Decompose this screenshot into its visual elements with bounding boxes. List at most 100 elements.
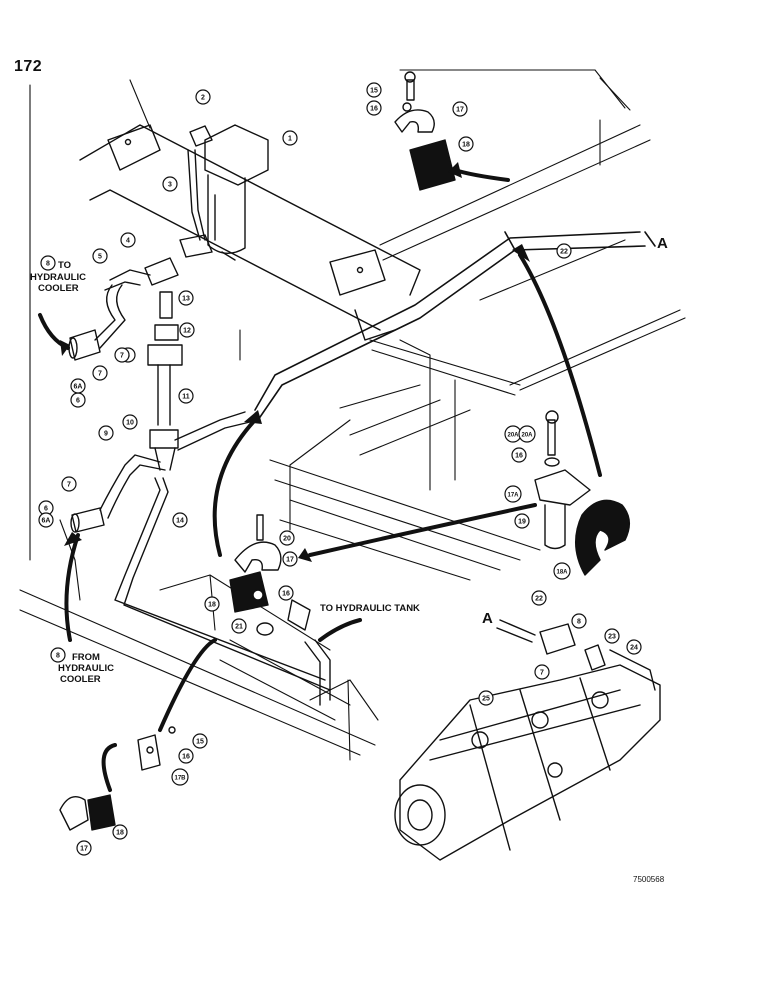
- callout-number: 20A: [507, 433, 519, 439]
- callout-number: 3: [168, 182, 172, 189]
- callout-11: 11: [178, 388, 194, 404]
- callout-17: 17: [282, 551, 298, 567]
- callout-circle: [171, 768, 189, 786]
- callout-number: 15: [196, 739, 204, 746]
- callout-circle: [278, 585, 294, 601]
- callout-16: 16: [511, 447, 527, 463]
- caption-line: HYDRAULIC: [30, 272, 86, 283]
- callout-17: 17: [76, 840, 92, 856]
- callout-10: 10: [122, 414, 138, 430]
- callout-circle: [114, 347, 130, 363]
- callout-number: 8: [46, 261, 50, 268]
- callout-number: 8: [56, 653, 60, 660]
- caption-line: TO: [58, 260, 71, 271]
- callout-circle: [511, 447, 527, 463]
- callout-circle: [204, 596, 220, 612]
- callout-number: 14: [176, 518, 184, 525]
- fitting-stack: [144, 234, 213, 471]
- callout-number: 23: [608, 634, 616, 641]
- callout-number: 15: [370, 88, 378, 95]
- caption-to-tank: TO HYDRAULIC TANK: [320, 603, 420, 614]
- callout-circle: [504, 485, 522, 503]
- callout-number: 24: [630, 645, 638, 652]
- callout-number: 20A: [521, 433, 533, 439]
- callout-number: 7: [120, 353, 124, 360]
- caption-line: HYDRAULIC: [58, 663, 114, 674]
- callout-6a: 6A: [70, 378, 86, 394]
- callout-circle: [452, 101, 468, 117]
- callout-number: 17A: [507, 493, 519, 499]
- callout-number: 6: [76, 398, 80, 405]
- callout-number: 18: [462, 142, 470, 149]
- callout-circle: [231, 618, 247, 634]
- callout-number: 8: [577, 619, 581, 626]
- hydraulic-filter: [187, 124, 269, 261]
- callout-7: 7: [61, 476, 77, 492]
- callout-20a: 20A: [518, 425, 536, 443]
- callout-circle: [40, 255, 56, 271]
- callout-circle: [162, 176, 178, 192]
- callout-7: 7: [534, 664, 550, 680]
- callout-circle: [178, 388, 194, 404]
- callout-12: 12: [179, 322, 195, 338]
- callout-8: 8: [50, 647, 66, 663]
- page-number: 172: [14, 58, 43, 75]
- callout-circle: [178, 290, 194, 306]
- callout-16: 16: [178, 748, 194, 764]
- callout-number: 22: [535, 596, 543, 603]
- callout-number: 7: [98, 371, 102, 378]
- figure-id: 7500568: [633, 875, 665, 884]
- callout-circle: [604, 628, 620, 644]
- caption-line: COOLER: [38, 283, 79, 294]
- callout-7: 7: [114, 347, 130, 363]
- callout-18: 18: [204, 596, 220, 612]
- callout-18: 18: [458, 136, 474, 152]
- callout-circle: [76, 840, 92, 856]
- callout-number: 21: [235, 624, 243, 631]
- callout-22: 22: [556, 243, 572, 259]
- hydraulic-pump: [394, 619, 661, 861]
- callout-number: 17: [456, 107, 464, 114]
- callout-circle: [92, 365, 108, 381]
- callout-1: 1: [282, 130, 298, 146]
- caption-to-cooler: TO HYDRAULIC COOLER: [30, 260, 86, 294]
- callout-14: 14: [172, 512, 188, 528]
- callout-circle: [518, 425, 536, 443]
- port-a-label: A: [657, 235, 668, 252]
- caption-line: FROM: [72, 652, 100, 663]
- callout-2: 2: [195, 89, 211, 105]
- callout-number: 5: [98, 254, 102, 261]
- callout-number: 18A: [556, 570, 568, 576]
- callout-layer: 123456666A6A7777888910111213141515161616…: [38, 82, 642, 856]
- callout-circle: [92, 248, 108, 264]
- callout-number: 16: [282, 591, 290, 598]
- callout-number: 25: [482, 696, 490, 703]
- callout-16: 16: [278, 585, 294, 601]
- callout-18: 18: [112, 824, 128, 840]
- callout-circle: [458, 136, 474, 152]
- callout-7: 7: [92, 365, 108, 381]
- callout-number: 16: [182, 754, 190, 761]
- callout-24: 24: [626, 639, 642, 655]
- callout-17: 17: [452, 101, 468, 117]
- callout-4: 4: [120, 232, 136, 248]
- callout-number: 22: [560, 249, 568, 256]
- callout-21: 21: [231, 618, 247, 634]
- arrow-heads: [60, 162, 530, 562]
- callout-circle: [514, 513, 530, 529]
- callout-number: 16: [515, 453, 523, 460]
- callout-circle: [122, 414, 138, 430]
- callout-circle: [553, 562, 571, 580]
- callout-number: 1: [288, 136, 292, 143]
- callout-3: 3: [162, 176, 178, 192]
- callout-circle: [478, 690, 494, 706]
- callout-20: 20: [279, 530, 295, 546]
- port-a-label: A: [482, 610, 493, 627]
- mounting-plate: [79, 124, 421, 341]
- callout-9: 9: [98, 425, 114, 441]
- callout-circle: [120, 232, 136, 248]
- callout-number: 7: [540, 670, 544, 677]
- clamp-right: [534, 410, 630, 576]
